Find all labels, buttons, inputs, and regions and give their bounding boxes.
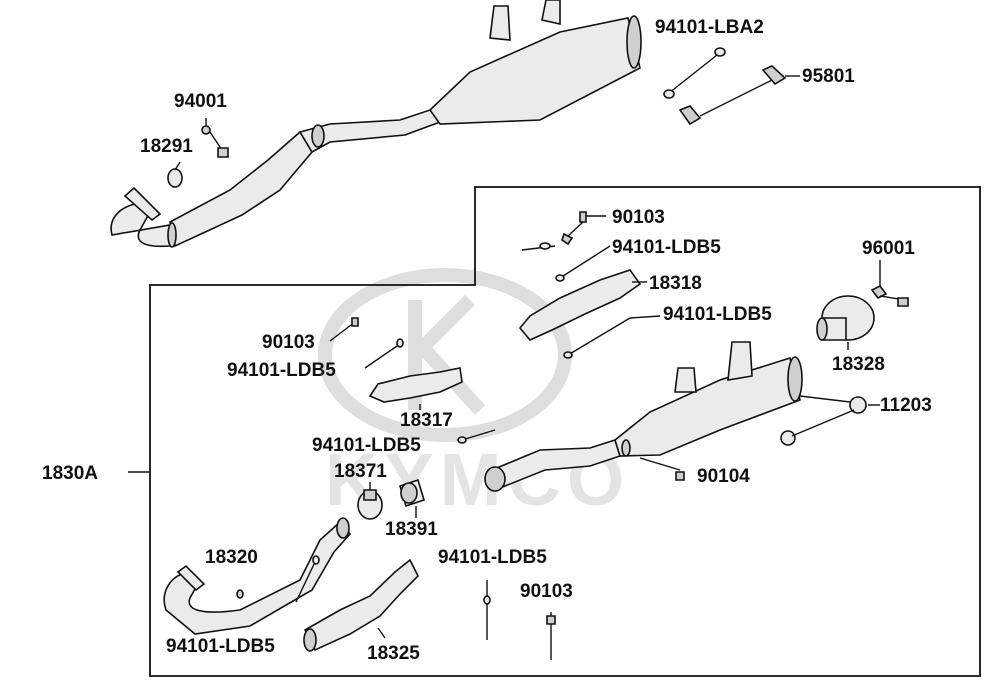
label-94101-ldb5-e: 94101-LDB5 bbox=[438, 547, 547, 568]
label-18325: 18325 bbox=[367, 643, 420, 664]
label-18317: 18317 bbox=[400, 410, 453, 431]
bolts-95801 bbox=[663, 47, 800, 126]
bolt-90103-c bbox=[546, 612, 556, 660]
bolt-90103-b bbox=[329, 317, 404, 369]
label-94001: 94001 bbox=[174, 91, 227, 112]
heat-shield-18318 bbox=[518, 269, 642, 341]
muffler-assembly-inner bbox=[484, 341, 803, 492]
label-90104: 90104 bbox=[697, 466, 750, 487]
washer-94101-a bbox=[521, 242, 611, 282]
label-90103-c: 90103 bbox=[520, 581, 573, 602]
label-94101-ldb5-d: 94101-LDB5 bbox=[312, 435, 421, 456]
label-94101-ldb5-b: 94101-LDB5 bbox=[663, 304, 772, 325]
label-90103-a: 90103 bbox=[612, 207, 665, 228]
bolt-90103-a bbox=[561, 211, 606, 246]
nut-94001 bbox=[201, 125, 211, 135]
label-18391: 18391 bbox=[385, 519, 438, 540]
label-18291: 18291 bbox=[140, 136, 193, 157]
gasket-18391 bbox=[399, 478, 425, 518]
washer-94101-e bbox=[295, 555, 320, 603]
label-94101-ldb5-a: 94101-LDB5 bbox=[612, 237, 721, 258]
leader-18291 bbox=[174, 161, 181, 171]
label-18328: 18328 bbox=[832, 354, 885, 375]
washer-94101-c bbox=[457, 429, 496, 444]
label-94101-lba2: 94101-LBA2 bbox=[655, 17, 764, 38]
label-11203: 11203 bbox=[880, 395, 932, 416]
clamp-18371 bbox=[357, 482, 383, 520]
label-1830a: 1830A bbox=[42, 463, 98, 484]
label-18371: 18371 bbox=[334, 461, 387, 482]
head-pipe-18320 bbox=[163, 517, 352, 635]
label-18318: 18318 bbox=[649, 273, 702, 294]
gasket-18291 bbox=[167, 168, 183, 188]
label-95801: 95801 bbox=[802, 66, 855, 87]
screws-96001 bbox=[870, 260, 909, 307]
mid-pipe-18325 bbox=[303, 558, 419, 652]
nut-90104 bbox=[639, 457, 685, 481]
end-cap-18328 bbox=[816, 295, 875, 350]
complete-muffler-top bbox=[110, 0, 642, 248]
label-18320: 18320 bbox=[205, 547, 258, 568]
label-90103-b: 90103 bbox=[262, 332, 315, 353]
nut-94001-b bbox=[217, 147, 229, 158]
label-96001: 96001 bbox=[862, 238, 915, 259]
washer-94101-b bbox=[563, 315, 661, 359]
heat-shield-18317 bbox=[368, 367, 463, 403]
label-94101-ldb5-f: 94101-LDB5 bbox=[166, 636, 275, 657]
rubber-11203 bbox=[780, 395, 880, 446]
washer-94101-f bbox=[483, 580, 491, 640]
label-94101-ldb5-c: 94101-LDB5 bbox=[227, 360, 336, 381]
assembly-frame bbox=[149, 186, 981, 677]
